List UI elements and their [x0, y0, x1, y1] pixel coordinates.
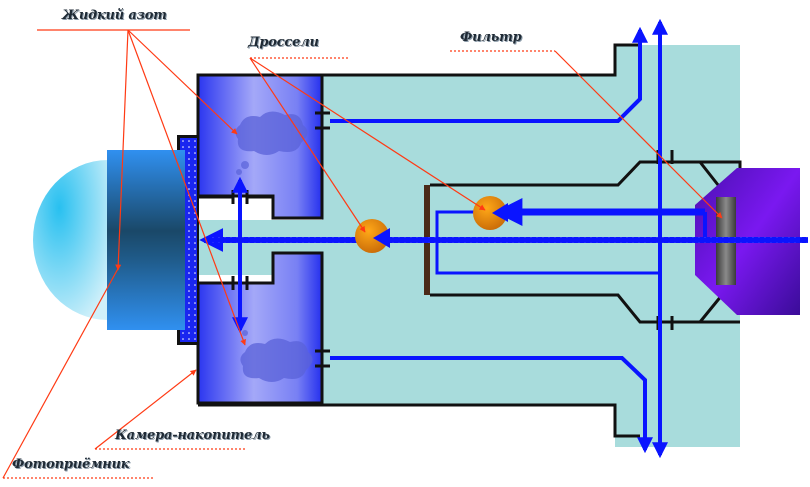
label-filter: Фильтр	[460, 30, 522, 45]
label-storage-chamber: Камера-накопитель	[115, 428, 270, 443]
cryostat-housing	[196, 43, 740, 447]
label-chokes: Дроссели	[248, 35, 319, 50]
photodetector	[33, 150, 185, 330]
label-photodetector: Фотоприёмник	[12, 457, 130, 472]
leader-lines	[2, 29, 723, 479]
inner-tube	[430, 160, 742, 324]
storage-chamber-bottom	[196, 251, 324, 405]
choke-2	[473, 196, 507, 230]
nitrogen-cloud-bottom	[240, 338, 313, 382]
label-liquid-nitrogen: Жидкий азот	[62, 8, 167, 23]
storage-chamber-top	[196, 73, 324, 220]
nitrogen-cloud-top	[235, 111, 308, 155]
